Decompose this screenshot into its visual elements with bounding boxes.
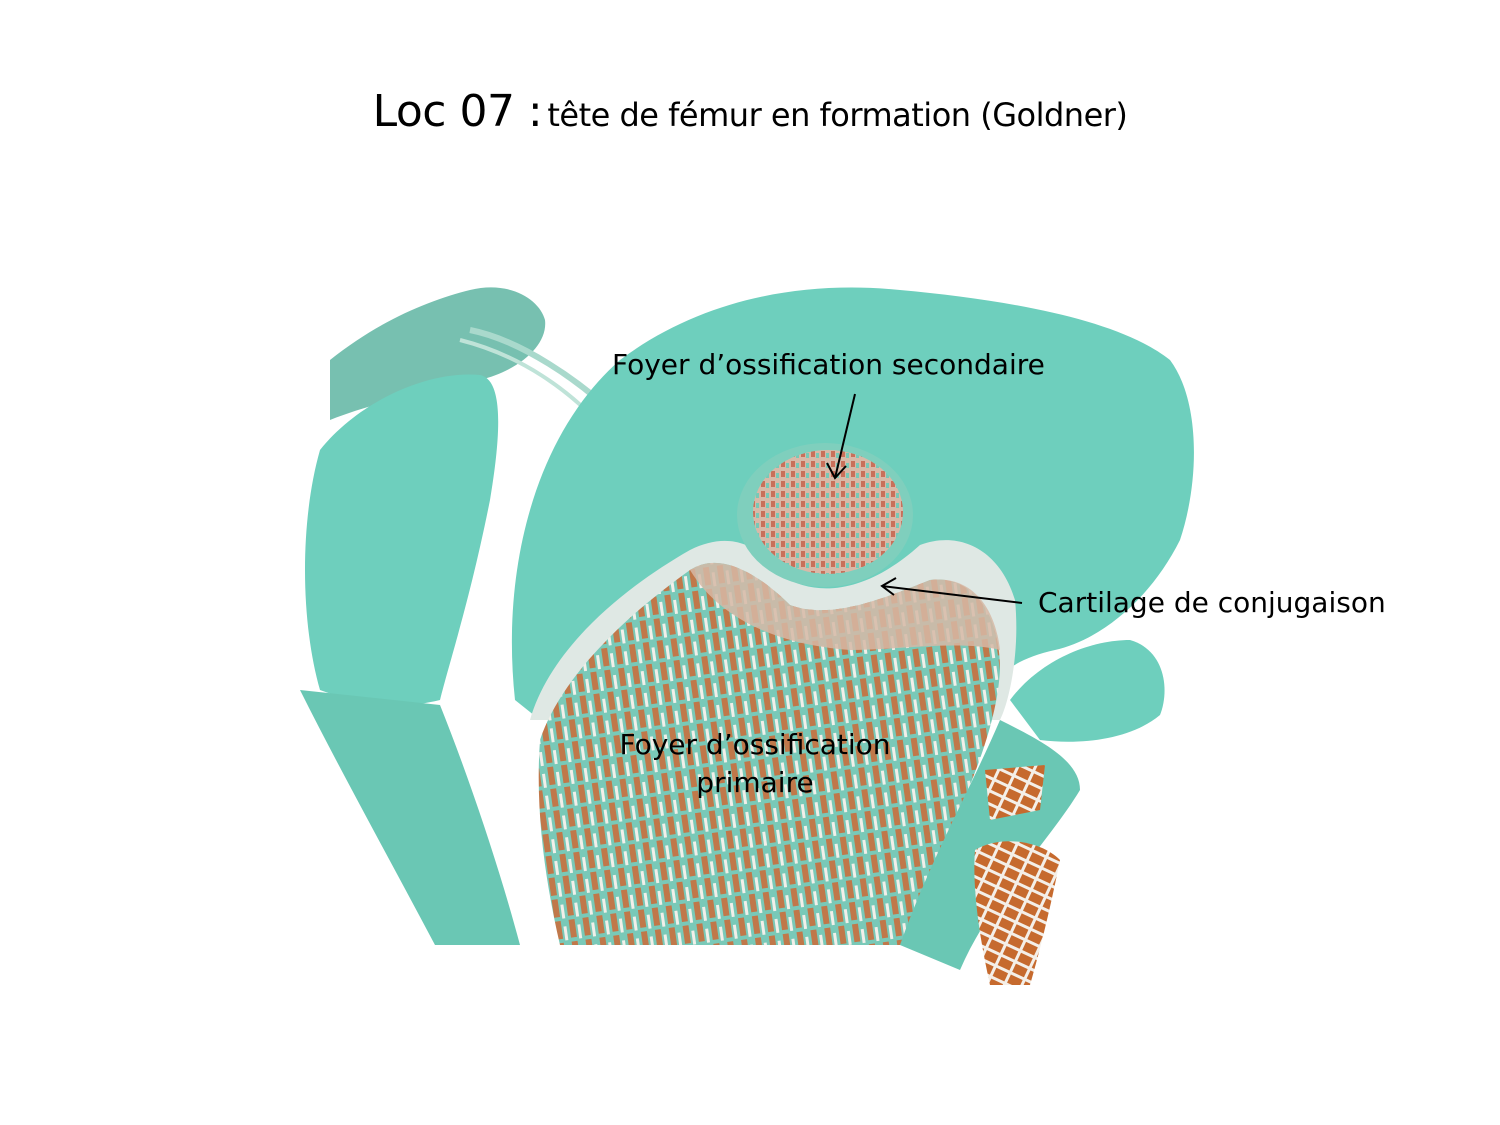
title-main: Loc 07 : <box>372 86 543 137</box>
label-primary-line1: Foyer d’ossification <box>619 728 891 761</box>
title-subtitle: tête de fémur en formation (Goldner) <box>547 96 1128 134</box>
label-primary-line2: primaire <box>696 765 814 799</box>
slide-title: Loc 07 : tête de fémur en formation (Gol… <box>0 86 1500 137</box>
right-soft-tissue <box>900 640 1165 985</box>
secondary-ossification-center <box>737 443 913 587</box>
arrow-growth-plate <box>880 577 1023 604</box>
arrow-secondary <box>826 393 856 480</box>
label-secondary-ossification: Foyer d’ossification secondaire <box>612 348 1045 381</box>
label-primary-ossification: Foyer d’ossification primaire <box>590 726 920 802</box>
label-growth-plate: Cartilage de conjugaison <box>1038 586 1386 619</box>
primary-ossification-center <box>538 562 1000 945</box>
acetabular-cartilage <box>300 374 520 945</box>
